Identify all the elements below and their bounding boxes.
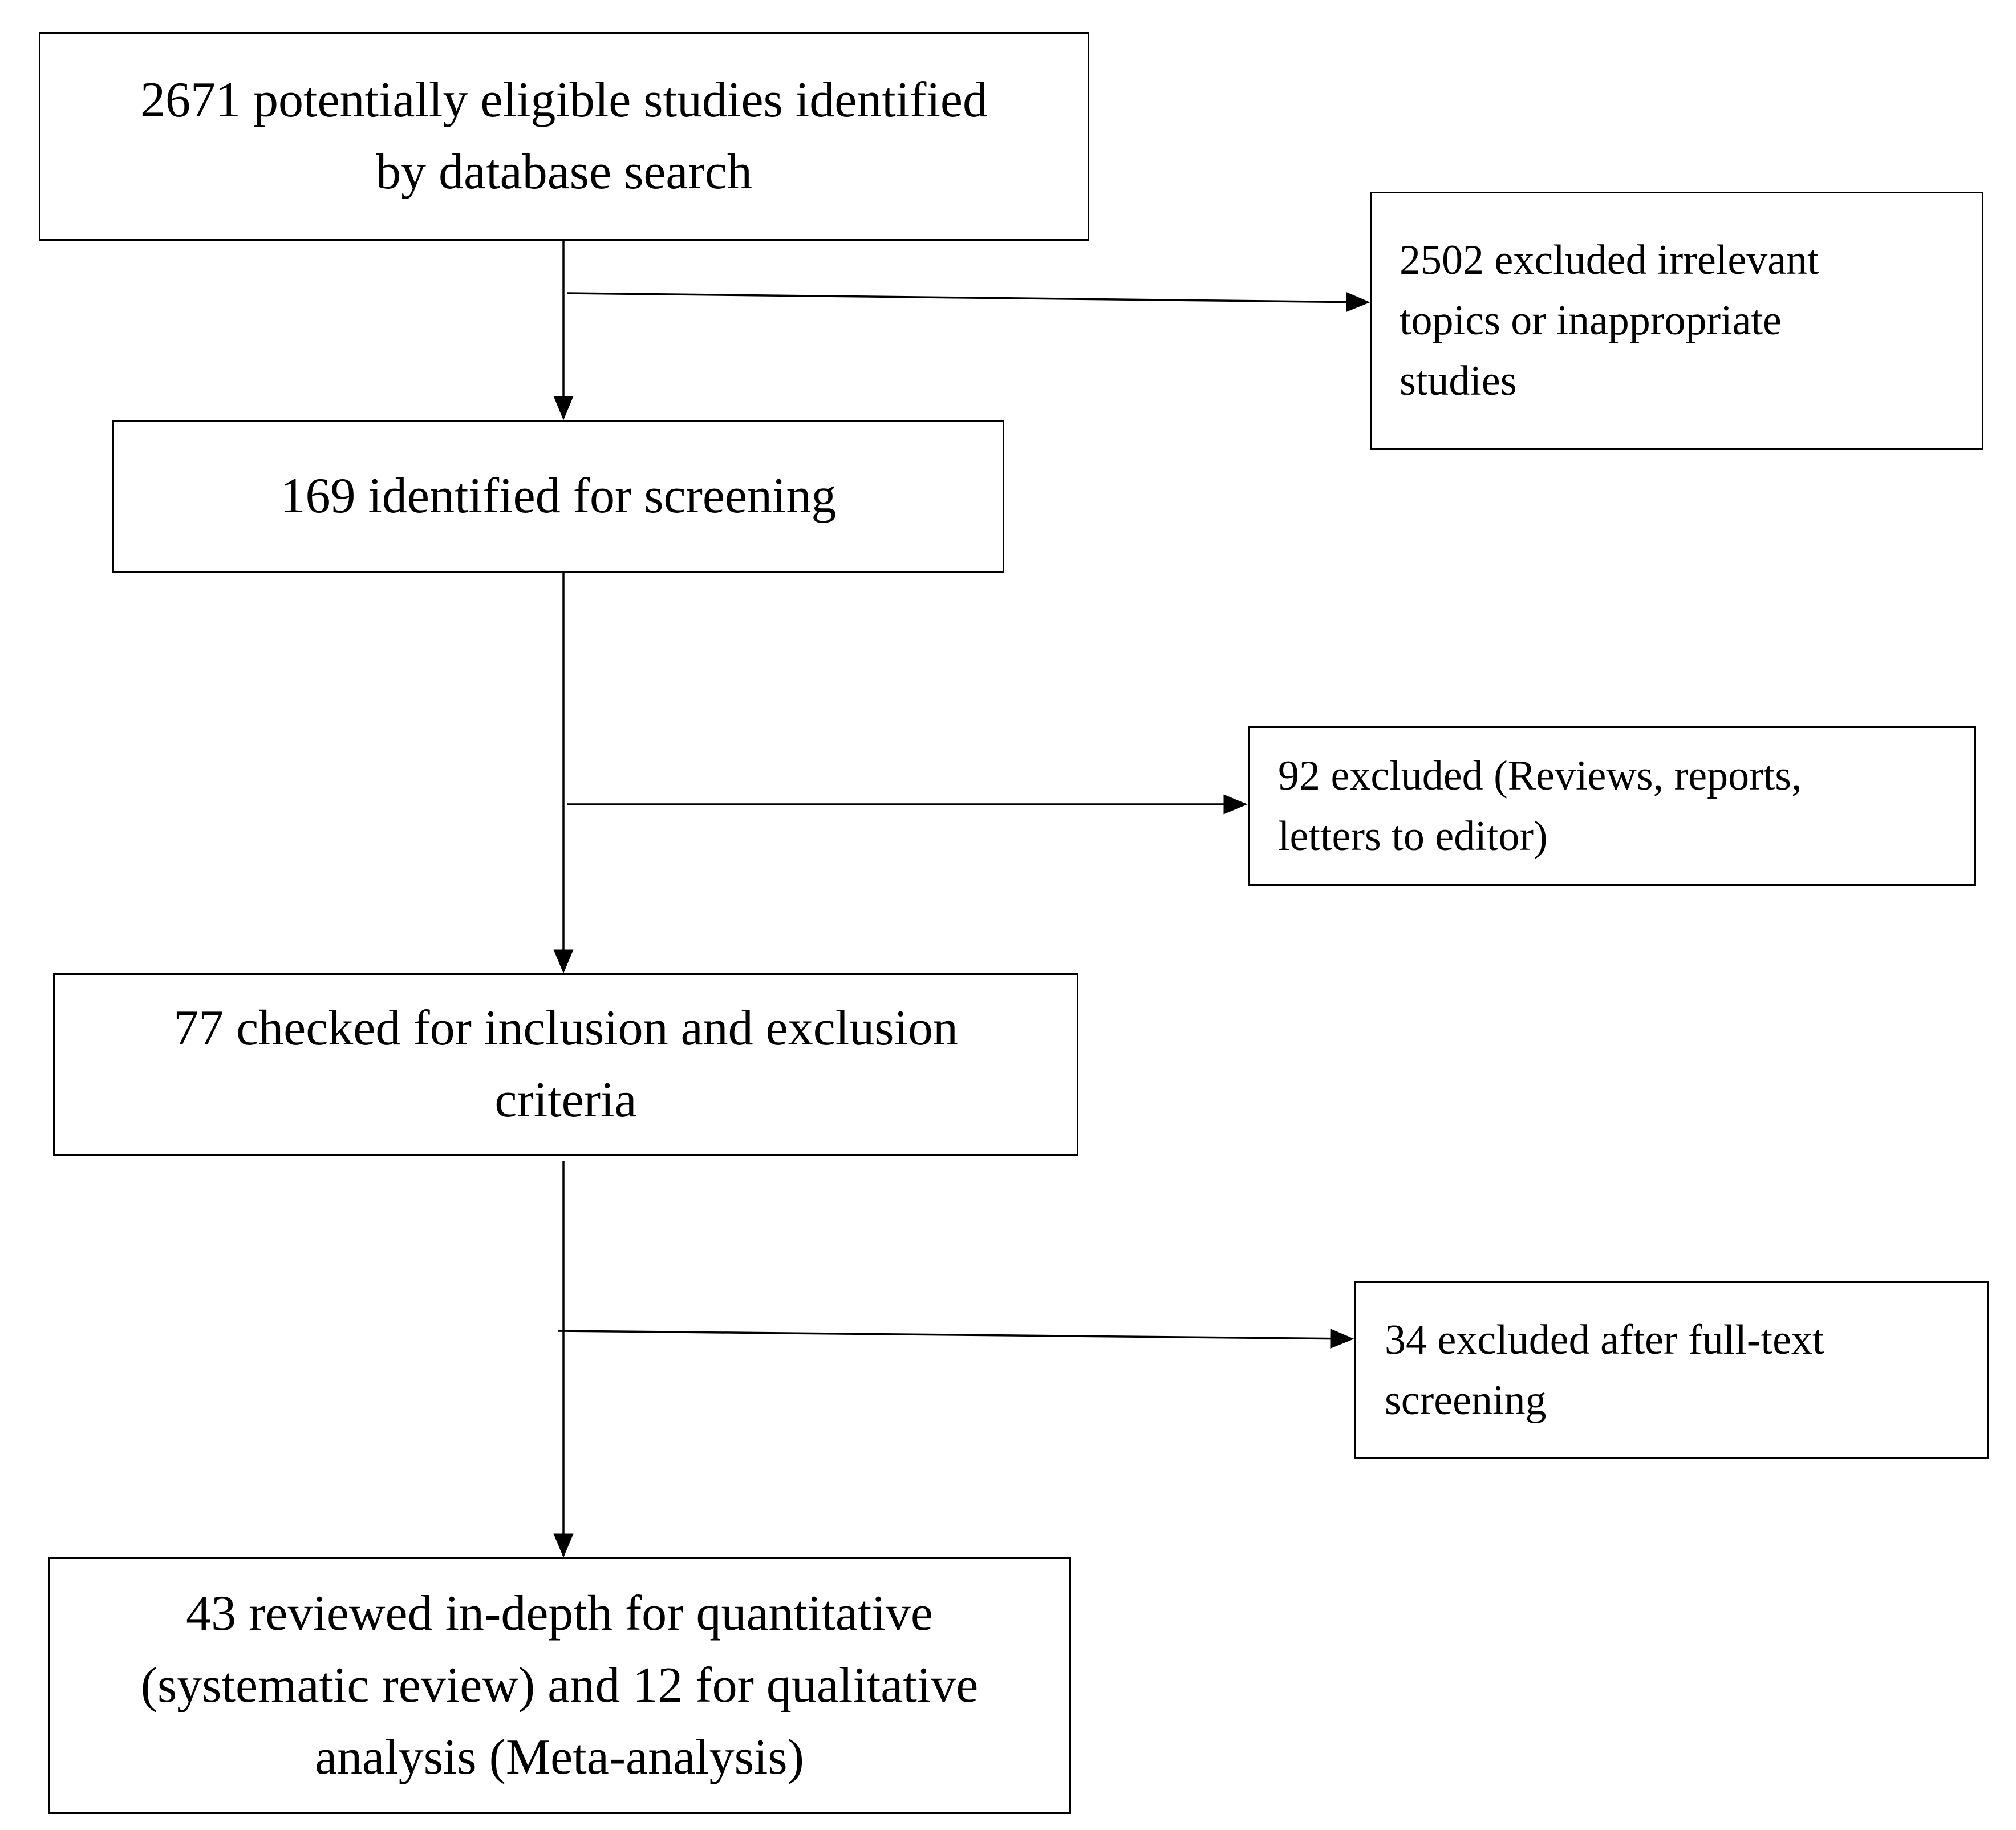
exclusion-irrelevant-text: 2502 excluded irrelevant topics or inapp… (1400, 237, 1819, 404)
step-identified-text: 2671 potentially eligible studies identi… (140, 72, 988, 200)
exclusion-fulltext-box: 34 excluded after full-text screening (1354, 1281, 1989, 1459)
step-screening-text: 169 identified for screening (280, 468, 837, 524)
step-checked-text: 77 checked for inclusion and exclusion c… (173, 1001, 958, 1128)
exclusion-irrelevant-box: 2502 excluded irrelevant topics or inapp… (1370, 192, 1983, 450)
arrow-to-excluded-3 (557, 1329, 1354, 1349)
step-checked-box: 77 checked for inclusion and exclusion c… (53, 973, 1078, 1156)
exclusion-fulltext-text: 34 excluded after full-text screening (1385, 1317, 1824, 1424)
step-reviewed-box: 43 reviewed in-depth for quantitative (s… (48, 1557, 1071, 1814)
step-screening-box: 169 identified for screening (112, 420, 1004, 573)
arrow-to-excluded-1 (567, 292, 1370, 313)
exclusion-reviews-text: 92 excluded (Reviews, reports, letters t… (1278, 752, 1802, 860)
exclusion-reviews-box: 92 excluded (Reviews, reports, letters t… (1248, 726, 1976, 886)
step-reviewed-text: 43 reviewed in-depth for quantitative (s… (140, 1586, 979, 1785)
step-identified-box: 2671 potentially eligible studies identi… (39, 32, 1089, 241)
